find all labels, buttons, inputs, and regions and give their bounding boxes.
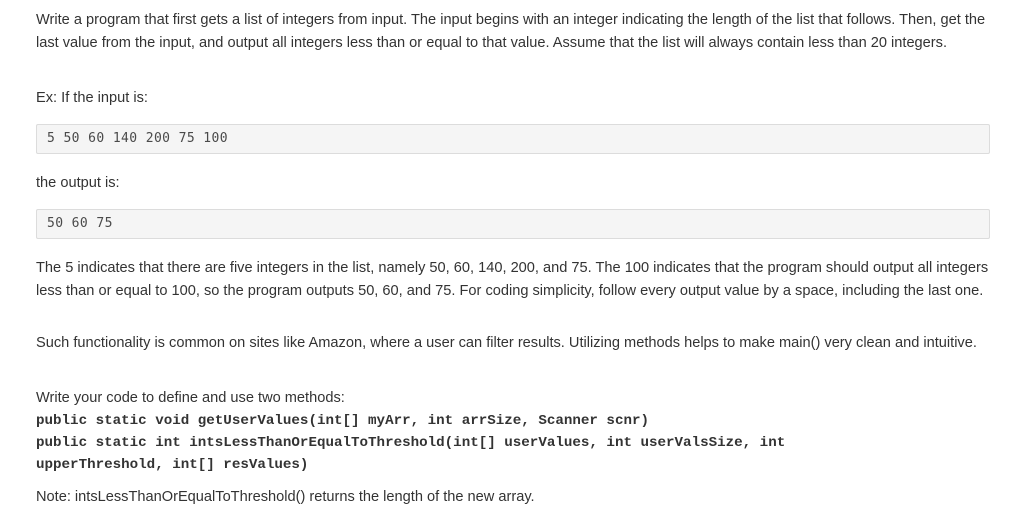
intro-paragraph: Write a program that first gets a list o…	[36, 12, 986, 51]
method-signature-threshold-line-1: public static int intsLessThanOrEqualToT…	[36, 435, 786, 451]
method-signature-get-user-values: public static void getUserValues(int[] m…	[36, 413, 649, 429]
explanation-paragraph: The 5 indicates that there are five inte…	[36, 260, 989, 299]
example-output-label: the output is:	[36, 175, 120, 191]
example-input-label: Ex: If the input is:	[36, 90, 148, 106]
methods-label: Write your code to define and use two me…	[36, 390, 345, 406]
example-input-box: 5 50 60 140 200 75 100	[36, 124, 990, 154]
example-output-box: 50 60 75	[36, 209, 990, 239]
method-signature-threshold-line-2: upperThreshold, int[] resValues)	[36, 457, 309, 473]
context-paragraph: Such functionality is common on sites li…	[36, 335, 977, 351]
note-paragraph: Note: intsLessThanOrEqualToThreshold() r…	[36, 489, 535, 505]
